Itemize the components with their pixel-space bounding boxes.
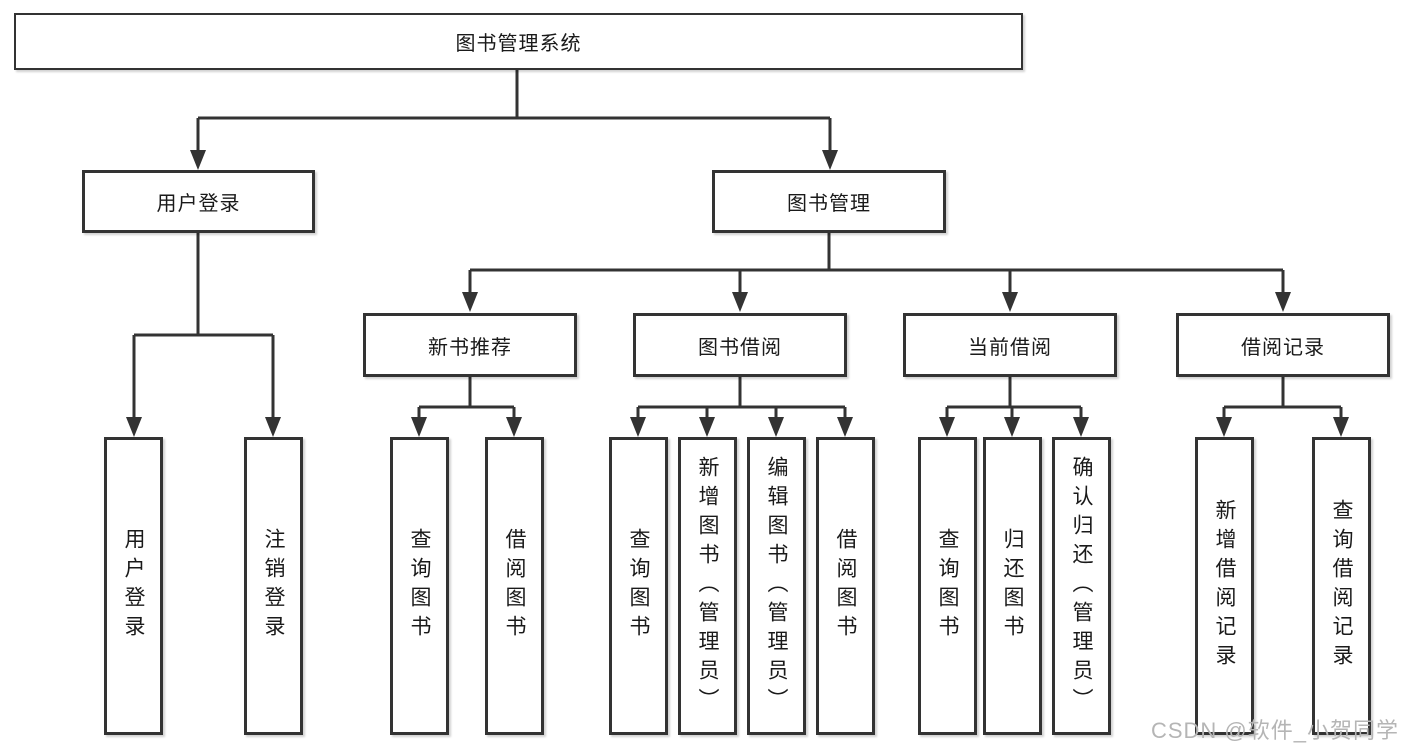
leaf-add-books-admin-label: 新增图书（管理员） xyxy=(696,455,719,717)
leaf-add-borrow-record: 新增借阅记录 xyxy=(1195,437,1254,735)
node-book-management-label: 图书管理 xyxy=(787,193,871,215)
leaf-borrow-books-2-label: 借阅图书 xyxy=(834,528,857,644)
node-book-management: 图书管理 xyxy=(712,170,946,233)
leaf-borrow-books-1: 借阅图书 xyxy=(485,437,544,735)
leaf-add-borrow-record-label: 新增借阅记录 xyxy=(1213,499,1236,673)
leaf-query-books-3-label: 查询图书 xyxy=(936,528,959,644)
leaf-query-books-1: 查询图书 xyxy=(390,437,449,735)
node-new-book-recommend-label: 新书推荐 xyxy=(428,336,512,359)
leaf-user-login-label: 用户登录 xyxy=(122,528,145,644)
node-book-borrowing: 图书借阅 xyxy=(633,313,847,377)
node-current-borrowing-label: 当前借阅 xyxy=(968,336,1052,359)
leaf-logout: 注销登录 xyxy=(244,437,303,735)
node-current-borrowing: 当前借阅 xyxy=(903,313,1117,377)
node-user-login-label: 用户登录 xyxy=(156,193,241,215)
leaf-logout-label: 注销登录 xyxy=(262,528,285,644)
leaf-borrow-books-2: 借阅图书 xyxy=(816,437,875,735)
leaf-confirm-return-admin-label: 确认归还（管理员） xyxy=(1070,455,1093,717)
leaf-query-books-2-label: 查询图书 xyxy=(627,528,650,644)
node-root: 图书管理系统 xyxy=(14,13,1023,70)
leaf-query-books-3: 查询图书 xyxy=(918,437,977,735)
node-borrowing-records: 借阅记录 xyxy=(1176,313,1390,377)
arrowheads xyxy=(126,150,1349,437)
leaf-edit-books-admin-label: 编辑图书（管理员） xyxy=(765,455,788,717)
node-new-book-recommend: 新书推荐 xyxy=(363,313,577,377)
watermark: CSDN @软件_小贺同学 xyxy=(1150,718,1399,743)
leaf-query-borrow-record-label: 查询借阅记录 xyxy=(1330,499,1353,673)
leaf-confirm-return-admin: 确认归还（管理员） xyxy=(1052,437,1111,735)
leaf-user-login: 用户登录 xyxy=(104,437,163,735)
leaf-query-borrow-record: 查询借阅记录 xyxy=(1312,437,1371,735)
node-borrowing-records-label: 借阅记录 xyxy=(1241,336,1325,359)
leaf-query-books-1-label: 查询图书 xyxy=(408,528,431,644)
leaf-return-books-label: 归还图书 xyxy=(1001,528,1024,644)
leaf-edit-books-admin: 编辑图书（管理员） xyxy=(747,437,806,735)
node-book-borrowing-label: 图书借阅 xyxy=(698,336,782,359)
node-root-label: 图书管理系统 xyxy=(455,33,582,55)
leaf-borrow-books-1-label: 借阅图书 xyxy=(503,528,526,644)
leaf-return-books: 归还图书 xyxy=(983,437,1042,735)
leaf-query-books-2: 查询图书 xyxy=(609,437,668,735)
connector-paths xyxy=(132,69,1343,420)
node-user-login: 用户登录 xyxy=(82,170,315,233)
leaf-add-books-admin: 新增图书（管理员） xyxy=(678,437,737,735)
